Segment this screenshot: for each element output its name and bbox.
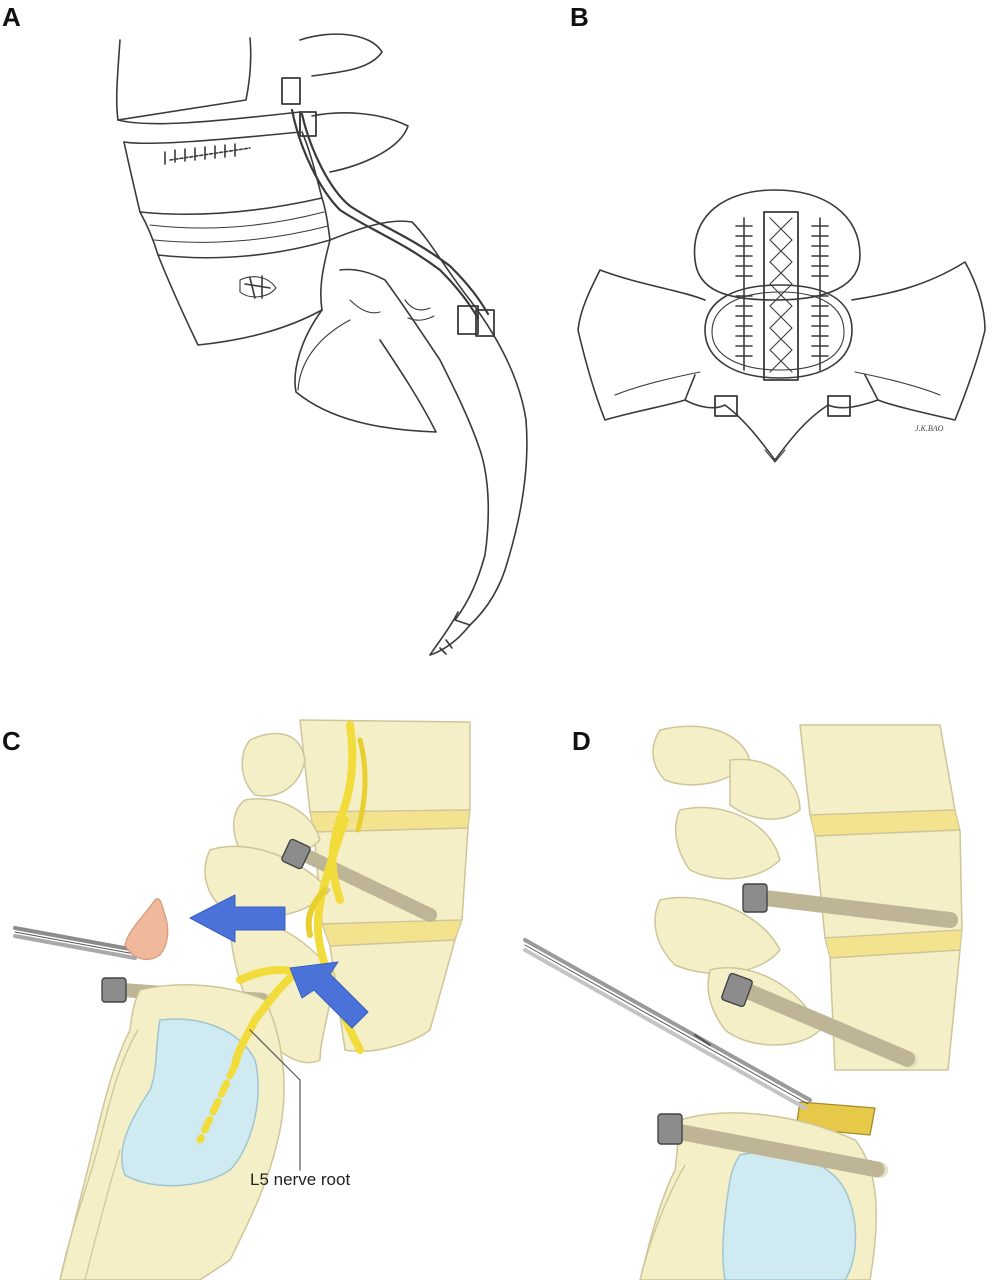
upper-vertebral-body (115, 37, 252, 121)
panel-a-letter: A (2, 2, 21, 32)
spinous-process-upper (299, 33, 383, 77)
arrow-left (189, 894, 286, 943)
sacral-cyst (121, 1018, 259, 1187)
panel-d: D (500, 700, 995, 1280)
sacral-ala-left (577, 269, 706, 421)
panel-b-illustration (577, 189, 986, 463)
sacral-ala-right (851, 261, 986, 421)
sacrum (329, 220, 528, 626)
l5-nerve-root (231, 966, 304, 1069)
panel-c-illustration (13, 719, 471, 1280)
vertebral-body-l5 (329, 939, 456, 1053)
disc-l4-l5 (139, 197, 331, 259)
excised-tissue (124, 898, 169, 961)
vertebral-body-l3 (299, 719, 471, 813)
pedicle-screw-sacral (657, 1113, 888, 1178)
nerve-root-l3 (328, 721, 357, 904)
panel-b: B J.K.BAO (560, 0, 995, 680)
illustrator-signature: J.K.BAO (915, 424, 944, 433)
cage-inserter-instrument (523, 938, 812, 1110)
interbody-cage (763, 211, 799, 381)
l5-nerve-root-label: L5 nerve root (250, 1170, 351, 1189)
panel-c: C (0, 700, 500, 1280)
fixation-rod (290, 108, 480, 320)
l4-vertebral-body (123, 131, 323, 216)
vertebral-body-upper (799, 724, 956, 816)
pedicle-screw-middle (721, 972, 918, 1068)
l5-vertebral-body (157, 239, 331, 346)
pedicle-screw-l4 (281, 838, 437, 922)
panel-a-illustration (115, 33, 528, 656)
pedicle-screw-head-sacral (457, 305, 479, 335)
panel-d-letter: D (572, 726, 591, 756)
panel-d-illustration (523, 724, 963, 1280)
l5-body-frontal (693, 189, 861, 301)
sacral-screw-head-right (827, 395, 851, 417)
arrow-up-left (289, 961, 369, 1029)
callout-leader-line (249, 1029, 301, 1171)
pedicle-screw-head-upper (281, 77, 301, 105)
coccyx (429, 611, 471, 656)
panel-c-letter: C (2, 726, 21, 756)
panel-a: A (0, 0, 560, 680)
panel-b-letter: B (570, 2, 589, 32)
forceps-instrument (13, 926, 137, 960)
sacral-screw-head-left (714, 395, 738, 417)
pedicle-screw-upper (742, 883, 958, 928)
